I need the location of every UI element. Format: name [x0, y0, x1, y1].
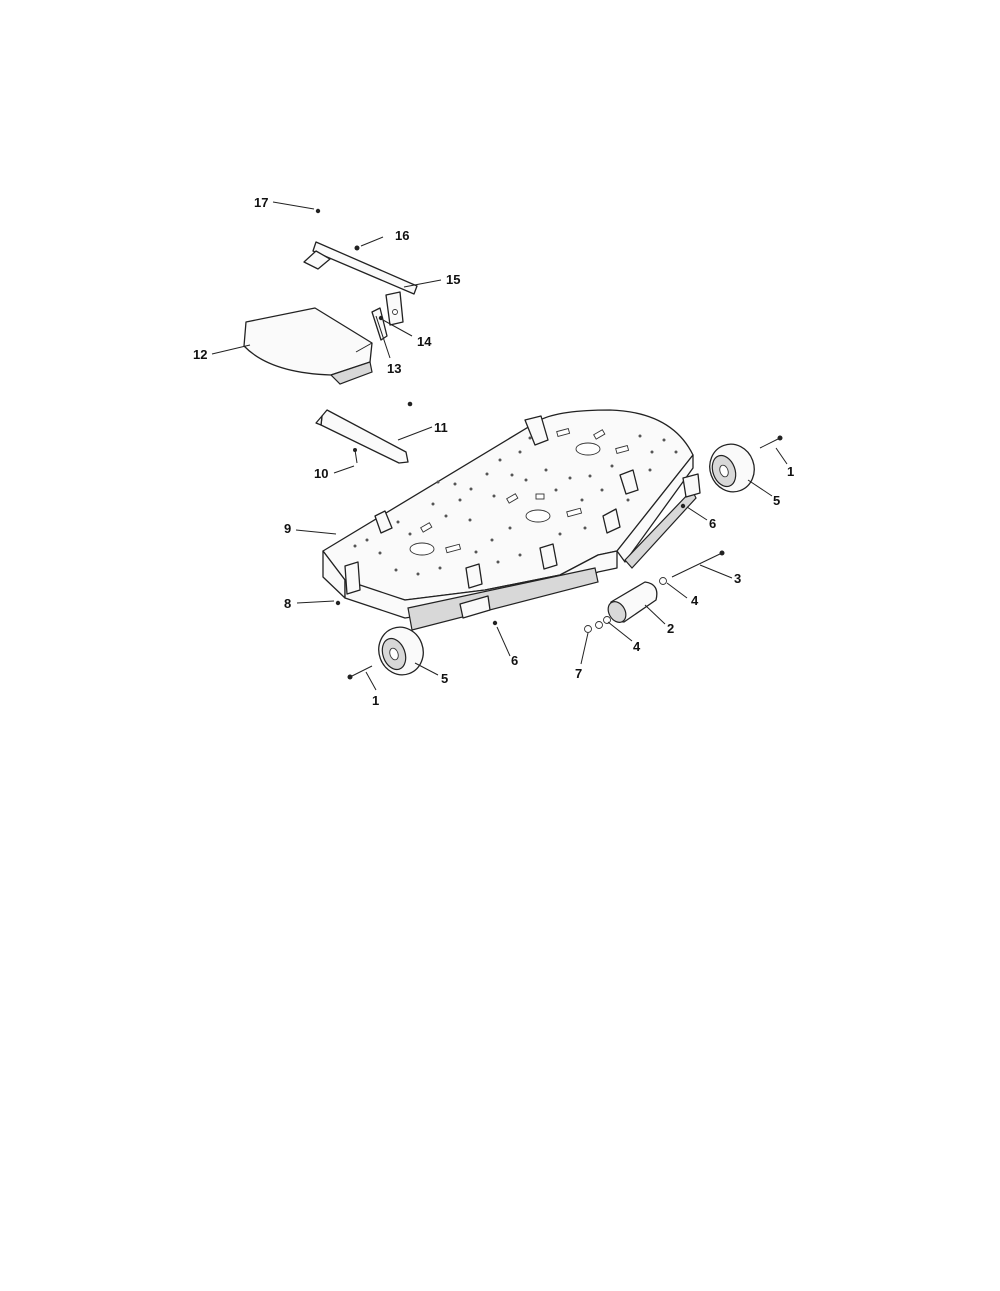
part-5-wheel-left	[378, 626, 424, 676]
callouts: 17 16 15 14 13 12 11 10 9 8 1 5 6 3 4 2 …	[193, 195, 794, 708]
part-2-roller	[607, 581, 658, 623]
callout-8: 8	[284, 596, 291, 611]
part-17-nut	[315, 208, 321, 214]
callout-1-right: 1	[787, 464, 794, 479]
part-1-axle-bolt-left	[347, 665, 373, 680]
leader-lines	[211, 201, 788, 691]
callout-14: 14	[417, 334, 432, 349]
callout-11: 11	[434, 420, 448, 435]
callout-17: 17	[254, 195, 268, 210]
part-3-roller-shaft	[671, 550, 725, 578]
part-13-arm	[371, 307, 388, 341]
part-4-spacer-upper	[659, 577, 667, 585]
part-6-bolt-rear	[492, 620, 498, 626]
callout-7: 7	[575, 666, 582, 681]
callout-5-left: 5	[441, 671, 448, 686]
callout-3: 3	[734, 571, 741, 586]
callout-2: 2	[667, 621, 674, 636]
part-10-bolt	[353, 448, 358, 464]
part-8-washer	[335, 600, 341, 606]
part-15-bracket	[303, 241, 418, 326]
part-5-wheel-right	[709, 443, 755, 493]
callout-4-upper: 4	[691, 593, 699, 608]
callout-5-right: 5	[773, 493, 780, 508]
callout-6-right: 6	[709, 516, 716, 531]
part-11-bracket	[315, 409, 409, 464]
part-16-nut	[354, 245, 360, 251]
callout-13: 13	[387, 361, 401, 376]
part-12-deflector-shield	[243, 307, 373, 385]
callout-10: 10	[314, 466, 328, 481]
part-9-mower-deck	[322, 409, 701, 631]
part-7-nut	[584, 625, 592, 633]
callout-4-lower: 4	[633, 639, 641, 654]
part-4-spacer-lower	[595, 616, 611, 629]
part-6-bolt-right	[680, 503, 686, 509]
callout-15: 15	[446, 272, 460, 287]
callout-12: 12	[193, 347, 207, 362]
callout-6-rear: 6	[511, 653, 518, 668]
callout-1-left: 1	[372, 693, 379, 708]
callout-16: 16	[395, 228, 409, 243]
part-hardware-dot	[407, 401, 413, 407]
callout-9: 9	[284, 521, 291, 536]
part-1-axle-bolt-right	[759, 435, 783, 449]
